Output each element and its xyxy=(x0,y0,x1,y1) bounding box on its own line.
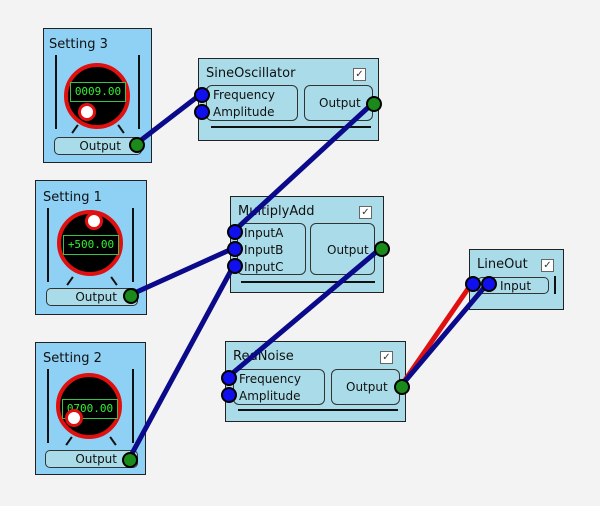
slider-track-right xyxy=(132,369,134,443)
multiply-input-b-port[interactable] xyxy=(227,241,243,257)
red-noise-enable-checkbox[interactable]: ✓ xyxy=(380,351,393,364)
sine-oscillator-module[interactable]: SineOscillator ✓ Frequency Amplitude Out… xyxy=(198,58,379,141)
lineout-right-input-port[interactable] xyxy=(481,276,497,292)
sine-frequency-input-port[interactable] xyxy=(194,87,210,103)
multiply-add-inputs-panel: InputA InputB InputC xyxy=(237,223,306,275)
setting-3-knob-indicator[interactable] xyxy=(78,103,96,121)
setting-3-output-port[interactable] xyxy=(129,137,145,153)
sine-oscillator-output-panel: Output xyxy=(304,85,373,121)
setting-1-value-display: +500.00 xyxy=(63,235,119,255)
setting-2-knob-indicator[interactable] xyxy=(65,409,83,427)
input-label-a: InputA xyxy=(244,226,284,240)
knob-tick-right xyxy=(117,124,125,134)
output-label: Output xyxy=(327,243,369,257)
setting-2-output-port[interactable] xyxy=(122,452,138,468)
input-label-amplitude: Amplitude xyxy=(239,389,301,403)
setting-1-title: Setting 1 xyxy=(43,190,102,205)
multiply-add-enable-checkbox[interactable]: ✓ xyxy=(359,206,372,219)
knob-tick-left xyxy=(71,124,79,134)
slider-track-left xyxy=(55,55,57,129)
setting-1-output-port[interactable] xyxy=(123,288,139,304)
knob-tick-left xyxy=(66,276,74,286)
red-noise-output-panel: Output xyxy=(331,369,400,405)
setting-2-title: Setting 2 xyxy=(43,351,102,366)
knob-tick-left xyxy=(65,436,73,446)
multiply-add-output-panel: Output xyxy=(310,223,375,275)
multiply-add-module[interactable]: MultiplyAdd ✓ InputA InputB InputC Outpu… xyxy=(230,196,384,293)
slider-track-right xyxy=(132,208,134,282)
setting-2-output-button[interactable]: Output xyxy=(45,450,138,468)
multiply-output-port[interactable] xyxy=(374,241,390,257)
red-noise-module[interactable]: RedNoise ✓ Frequency Amplitude Output xyxy=(225,341,406,422)
multiply-input-c-port[interactable] xyxy=(227,258,243,274)
knob-tick-right xyxy=(109,436,117,446)
rednoise-amplitude-input-port[interactable] xyxy=(221,387,237,403)
setting-1-output-button[interactable]: Output xyxy=(46,288,138,306)
input-label-frequency: Frequency xyxy=(239,372,301,386)
line-out-level-bar xyxy=(554,276,556,294)
slider-track-left xyxy=(47,369,49,443)
line-out-enable-checkbox[interactable]: ✓ xyxy=(541,259,554,272)
sine-oscillator-title: SineOscillator xyxy=(206,66,296,81)
input-label: Input xyxy=(500,279,532,293)
sine-output-port[interactable] xyxy=(366,96,382,112)
line-out-title: LineOut xyxy=(477,257,528,272)
divider-line xyxy=(211,126,371,128)
setting-3-value-display: 0009.00 xyxy=(70,82,126,102)
input-label-amplitude: Amplitude xyxy=(213,105,275,119)
input-label-c: InputC xyxy=(244,260,284,274)
output-label: Output xyxy=(346,380,388,394)
multiply-input-a-port[interactable] xyxy=(227,224,243,240)
input-label-frequency: Frequency xyxy=(213,88,275,102)
setting-1-knob-indicator[interactable] xyxy=(85,212,103,230)
line-out-module[interactable]: LineOut ✓ Input xyxy=(469,249,564,310)
setting-3-output-button[interactable]: Output xyxy=(54,137,142,155)
setting-3-title: Setting 3 xyxy=(49,37,108,52)
multiply-add-title: MultiplyAdd xyxy=(238,204,315,219)
slider-track-left xyxy=(47,208,49,282)
red-noise-title: RedNoise xyxy=(233,349,294,364)
slider-track-right xyxy=(138,55,140,129)
divider-line xyxy=(238,409,398,411)
output-label: Output xyxy=(319,96,361,110)
sine-amplitude-input-port[interactable] xyxy=(194,104,210,120)
rednoise-output-port[interactable] xyxy=(394,379,410,395)
knob-tick-right xyxy=(110,276,118,286)
sine-oscillator-inputs-panel: Frequency Amplitude xyxy=(206,85,298,121)
red-noise-inputs-panel: Frequency Amplitude xyxy=(233,369,325,405)
rednoise-frequency-input-port[interactable] xyxy=(221,370,237,386)
input-label-b: InputB xyxy=(244,243,284,257)
divider-line xyxy=(241,281,375,283)
lineout-left-input-port[interactable] xyxy=(465,276,481,292)
sine-oscillator-enable-checkbox[interactable]: ✓ xyxy=(353,68,366,81)
